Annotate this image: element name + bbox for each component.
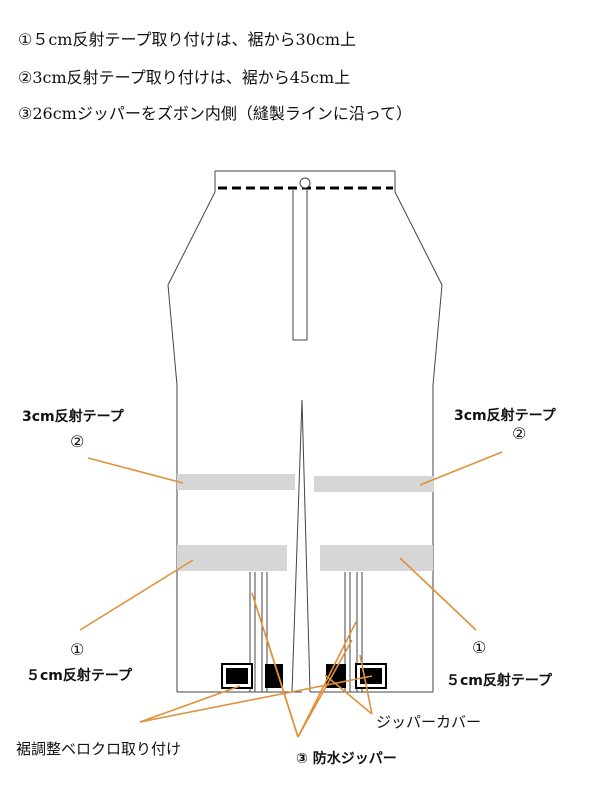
note-26cm-zipper: ③26cmジッパーをズボン内側（縫製ラインに沿って） — [18, 104, 413, 123]
label-3cm-tape-left: 3cm反射テープ — [22, 409, 124, 425]
note-5cm-tape: ①５cm反射テープ取り付けは、裾から30cm上 — [18, 30, 357, 49]
waist-button — [299, 177, 311, 189]
marker-2-left: ② — [70, 432, 85, 451]
tape-3cm-left — [177, 474, 295, 490]
label-hem-velcro: 裾調整ベロクロ取り付け — [16, 740, 182, 758]
pants-outline — [167, 170, 443, 693]
label-3cm-tape-right: 3cm反射テープ — [454, 408, 556, 424]
label-waterproof-zipper: ③ 防水ジッパー — [296, 751, 397, 767]
velcro-patches — [221, 663, 387, 689]
label-5cm-tape-left: ５cm反射テープ — [26, 668, 133, 684]
tape-3cm-right — [314, 476, 434, 492]
marker-1-left: ① — [70, 640, 85, 659]
marker-1-right: ① — [472, 638, 487, 657]
tape-5cm-left — [177, 545, 287, 571]
marker-2-right: ② — [512, 424, 527, 443]
label-zipper-cover: ジッパーカバー — [376, 713, 482, 731]
tape-5cm-right — [320, 545, 433, 571]
note-3cm-tape: ②3cm反射テープ取り付けは、裾から45cm上 — [18, 68, 351, 87]
leader-lines — [79, 451, 503, 738]
label-5cm-tape-right: ５cm反射テープ — [446, 673, 553, 689]
